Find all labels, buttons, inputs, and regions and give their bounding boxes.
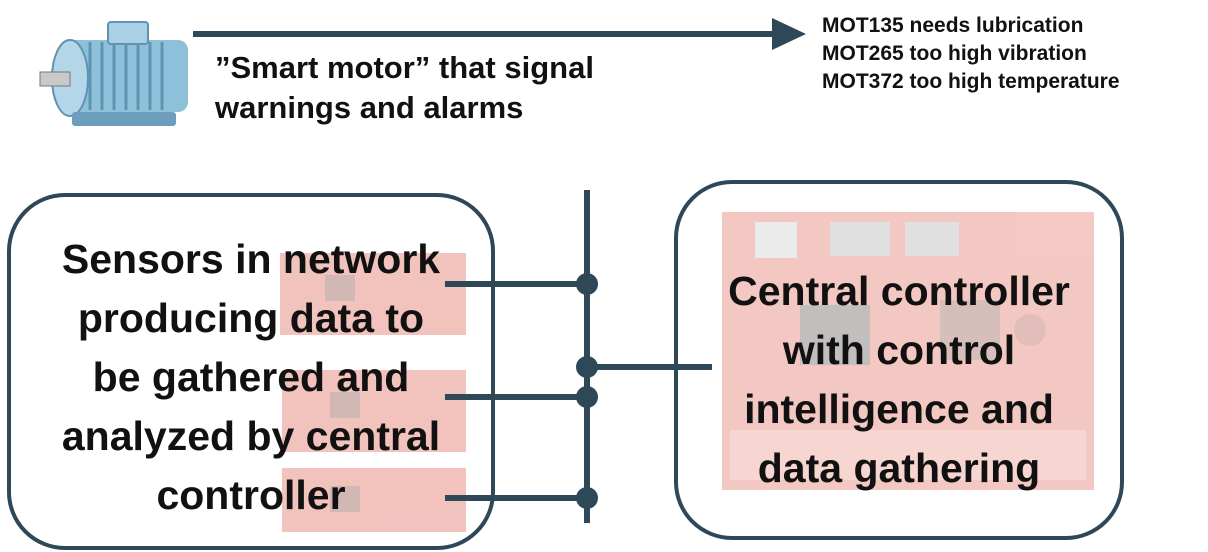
alert-line: MOT372 too high temperature (822, 70, 1120, 93)
motor-caption: ”Smart motor” that signal warnings and a… (215, 48, 685, 128)
sensors-description: Sensors in network producing data to be … (11, 230, 491, 525)
sensors-box: Sensors in network producing data to be … (7, 193, 495, 550)
controller-line: intelligence and (744, 386, 1054, 432)
bus-junction-dots (576, 273, 598, 509)
controller-line: data gathering (757, 445, 1041, 491)
sensors-line: analyzed by central (61, 413, 441, 459)
sensors-line: producing data to (77, 295, 425, 341)
network-bus (445, 190, 712, 523)
motor-caption-line: ”Smart motor” that signal (215, 50, 594, 85)
sensors-line: Sensors in network (61, 236, 441, 282)
sensors-line: controller (156, 472, 346, 518)
electric-motor-icon (39, 21, 188, 126)
alert-line: MOT265 too high vibration (822, 42, 1087, 65)
sensors-line: be gathered and (92, 354, 410, 400)
controller-description: Central controller with control intellig… (678, 262, 1120, 498)
sensor-board-icon (280, 253, 466, 532)
controller-line: with control (782, 327, 1016, 373)
motor-caption-line: warnings and alarms (215, 90, 524, 125)
controller-line: Central controller (728, 268, 1070, 314)
controller-board-icon (722, 212, 1094, 490)
controller-box: Central controller with control intellig… (674, 180, 1124, 540)
alert-line: MOT135 needs lubrication (822, 14, 1084, 37)
alert-messages: MOT135 needs lubrication MOT265 too high… (822, 12, 1202, 96)
signal-arrow (193, 18, 806, 50)
